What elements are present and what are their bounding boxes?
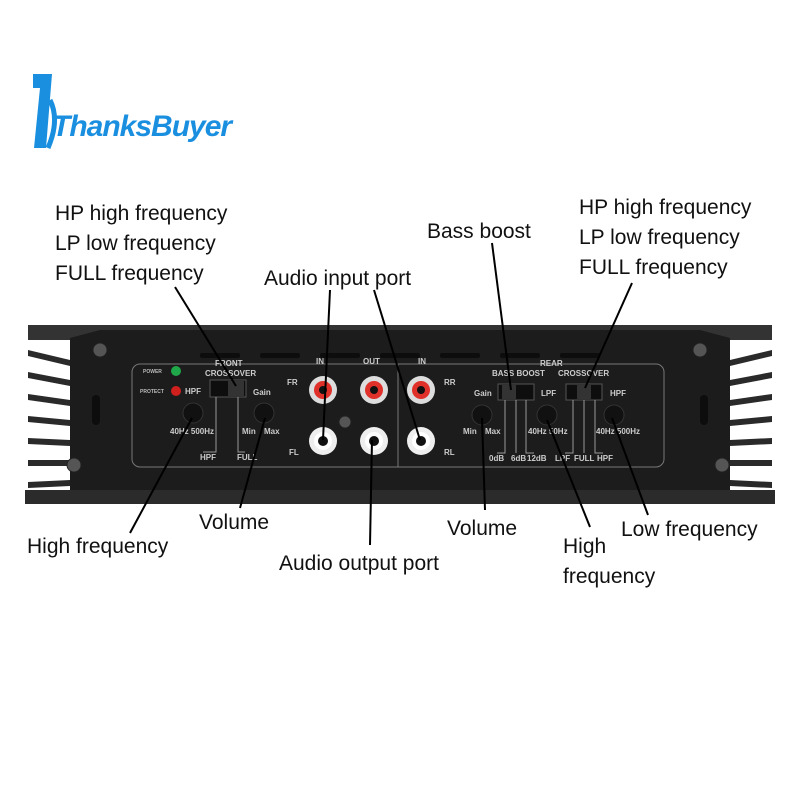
front-hpf-knob[interactable] — [182, 402, 204, 424]
rear-crossover-switch-thumb[interactable] — [577, 385, 591, 399]
in-label-rear: IN — [418, 357, 426, 366]
rca-jacks — [309, 376, 435, 455]
fl-label: FL — [289, 448, 299, 457]
rear-label: REAR — [540, 359, 563, 368]
heatsink-fins-left — [28, 350, 70, 488]
front-label: FRONT — [215, 359, 243, 368]
sw-hpf: HPF — [597, 454, 613, 463]
protect-led — [171, 386, 181, 396]
logo-text: ThanksBuyer — [52, 110, 234, 143]
bass-boost-switch-thumb[interactable] — [502, 385, 516, 399]
bass-boost-label: BASS BOOST — [492, 369, 545, 378]
lpf-label: LPF — [541, 389, 556, 398]
bass-6db: 6dB — [511, 454, 526, 463]
out-label: OUT — [363, 357, 380, 366]
callout-audio-input: Audio input port — [264, 267, 411, 290]
callout-bass-boost: Bass boost — [427, 220, 531, 243]
vent-slots — [92, 353, 708, 425]
full-position-label: FULL — [237, 453, 258, 462]
rear-min-label: Min — [463, 427, 477, 436]
callout-right-hp: HP high frequency — [579, 196, 752, 219]
rr-label: RR — [444, 378, 456, 387]
rl-label: RL — [444, 448, 455, 457]
rear-gain-label: Gain — [474, 389, 492, 398]
callout-left-hp: HP high frequency — [55, 202, 228, 225]
callout-right-lp: LP low frequency — [579, 226, 740, 249]
in-label: IN — [316, 357, 324, 366]
callout-lines — [129, 242, 649, 546]
rear-hpf-label: HPF — [610, 389, 626, 398]
callout-volume-left: Volume — [199, 511, 269, 534]
max-label: Max — [264, 427, 280, 436]
sw-full: FULL — [574, 454, 595, 463]
rear-crossover-label: CROSSOVER — [558, 369, 609, 378]
lpf-range: 40Hz 50Hz — [528, 427, 568, 436]
brand-logo: ThanksBuyer — [33, 74, 235, 149]
hpf-position-label: HPF — [200, 453, 216, 462]
min-label: Min — [242, 427, 256, 436]
gain-label: Gain — [253, 388, 271, 397]
screw-icons — [66, 342, 730, 473]
bass-12db: 12dB — [527, 454, 547, 463]
callout-high-frequency-right-2: frequency — [563, 565, 656, 588]
front-crossover-switch-thumb[interactable] — [228, 381, 244, 396]
callout-left-full: FULL frequency — [55, 262, 204, 285]
callout-high-frequency-right-1: High — [563, 535, 606, 558]
callout-volume-right: Volume — [447, 517, 517, 540]
bass-0db: 0dB — [489, 454, 504, 463]
protect-label: PROTECT — [140, 389, 164, 395]
heatsink-fins-right — [730, 350, 772, 488]
front-crossover-label: CROSSOVER — [205, 369, 256, 378]
fr-label: FR — [287, 378, 298, 387]
callout-right-full: FULL frequency — [579, 256, 728, 279]
callout-left-lp: LP low frequency — [55, 232, 216, 255]
power-label: POWER — [143, 369, 162, 375]
lpf-knob[interactable] — [536, 404, 558, 426]
callout-low-frequency: Low frequency — [621, 518, 758, 541]
front-freq-range: 40Hz 500Hz — [170, 427, 214, 436]
base-plate — [25, 490, 775, 504]
amplifier-body — [70, 330, 730, 498]
hpf-label: HPF — [185, 387, 201, 396]
rear-max-label: Max — [485, 427, 501, 436]
power-led — [171, 366, 181, 376]
callout-audio-output: Audio output port — [279, 552, 439, 575]
callout-high-frequency-left: High frequency — [27, 535, 169, 558]
